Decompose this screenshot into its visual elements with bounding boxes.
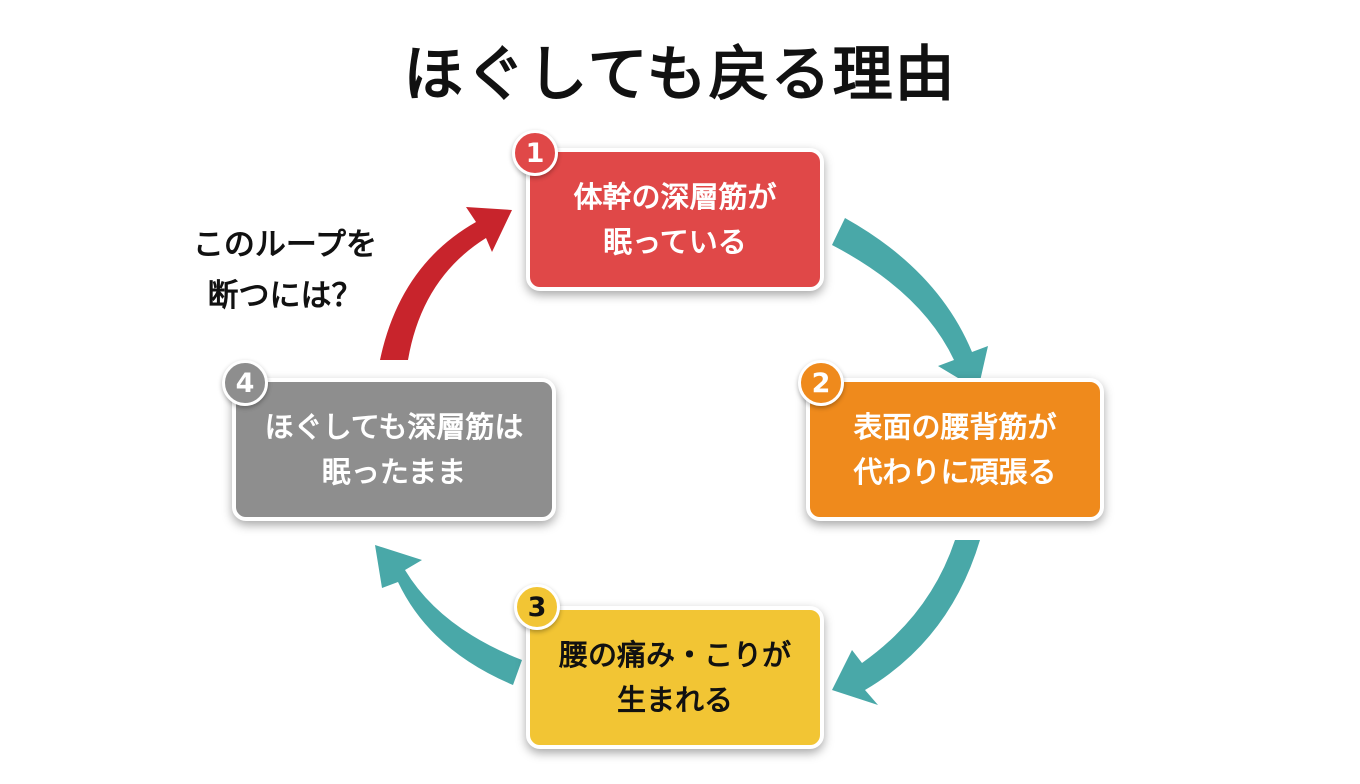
step-badge-2: 2 — [798, 360, 844, 406]
step-box-3: 腰の痛み・こりが 生まれる — [526, 606, 824, 749]
step-1-line1: 体幹の深層筋が — [573, 179, 777, 214]
step-1-line2: 眠っている — [603, 224, 747, 259]
step-box-1: 体幹の深層筋が 眠っている — [526, 148, 824, 291]
loop-question: このループを 断つには？ — [150, 220, 420, 322]
step-3-line1: 腰の痛み・こりが — [558, 637, 791, 672]
loop-question-line2: 断つには？ — [207, 278, 363, 315]
step-box-4: ほぐしても深層筋は 眠ったまま — [232, 378, 556, 521]
arrow-step1-to-step2 — [832, 218, 988, 390]
step-box-2: 表面の腰背筋が 代わりに頑張る — [806, 378, 1104, 521]
step-2-line1: 表面の腰背筋が — [853, 409, 1057, 444]
loop-question-line1: このループを — [192, 227, 378, 263]
step-4-line1: ほぐしても深層筋は — [264, 409, 524, 444]
arrow-step4-to-step1 — [380, 207, 512, 360]
arrow-step2-to-step3 — [832, 540, 980, 705]
step-badge-1: 1 — [512, 130, 558, 176]
step-badge-4: 4 — [222, 360, 268, 406]
step-2-line2: 代わりに頑張る — [853, 454, 1057, 489]
step-badge-3: 3 — [514, 584, 560, 630]
arrow-step3-to-step4 — [375, 545, 522, 685]
step-4-line2: 眠ったまま — [321, 454, 467, 489]
page-title: ほぐしても戻る理由 — [403, 40, 957, 110]
step-3-line2: 生まれる — [616, 682, 733, 717]
